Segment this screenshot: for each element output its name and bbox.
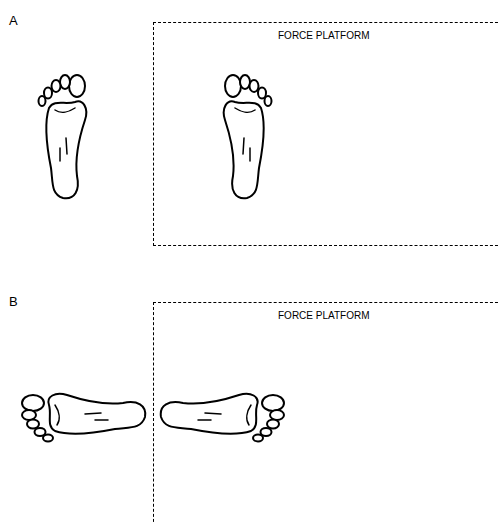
right-foot [161,394,284,442]
panel-letter: A [9,13,18,28]
panel-letter: B [9,294,18,309]
force-platform: FORCE PLATFORM [153,22,498,246]
platform-label: FORCE PLATFORM [278,310,369,322]
force-platform: FORCE PLATFORM [153,302,498,522]
right-foot [224,75,272,198]
left-foot [22,394,145,442]
left-foot [39,75,87,198]
platform-label: FORCE PLATFORM [278,30,369,42]
